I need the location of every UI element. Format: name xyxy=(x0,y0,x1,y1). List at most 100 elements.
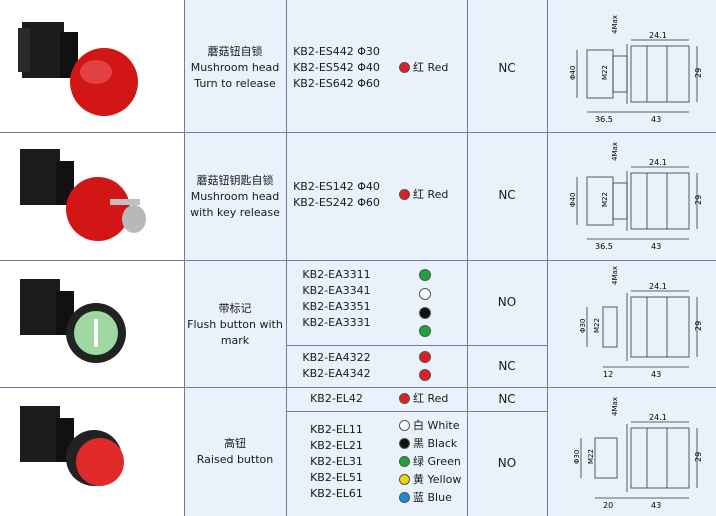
model-number: KB2-EA3351 xyxy=(302,300,371,313)
description-en-1: Mushroom head xyxy=(190,190,280,203)
dim-height: 29 xyxy=(694,68,703,78)
contact-type: NC xyxy=(498,188,516,202)
mushroom-button-image xyxy=(18,22,138,116)
white-arrow-icon xyxy=(419,288,431,300)
description-en-1: Flush button with xyxy=(187,318,283,331)
color-cell: 红 Red xyxy=(387,133,467,260)
description-cell: 蘑菇钮钥匙自锁 Mushroom head with key release xyxy=(184,133,286,260)
description-en-2: mark xyxy=(220,334,250,347)
green-mark-icon xyxy=(419,269,431,281)
dimension-drawing-svg: 4Max 24.1 Φ40 M22 29 36.5 43 xyxy=(569,15,703,124)
contact-cell-nc: NC xyxy=(467,346,547,387)
model-number: KB2-ES442 Φ30 xyxy=(293,45,380,58)
color-black: 黑 Black xyxy=(399,436,457,452)
dim-thread: M22 xyxy=(593,318,601,333)
row-divider xyxy=(0,387,716,388)
dim-front-length: 36.5 xyxy=(595,115,613,124)
dim-body-length: 43 xyxy=(651,242,661,251)
model-number: KB2-EA4342 xyxy=(302,367,371,380)
dim-diameter: Φ40 xyxy=(569,66,577,80)
dim-height: 29 xyxy=(694,321,703,331)
dim-front-length: 12 xyxy=(603,370,613,379)
green-symbol-icon xyxy=(419,325,431,337)
dim-thread: M22 xyxy=(601,192,609,207)
description-cell: 蘑菇钮自锁 Mushroom head Turn to release xyxy=(184,0,286,132)
product-photo-raised xyxy=(0,388,184,516)
model-number: KB2-EL42 xyxy=(310,392,363,405)
description-cn: 蘑菇钮自锁 xyxy=(207,45,263,58)
description-cell: 带标记 Flush button with mark xyxy=(184,261,286,387)
model-number: KB2-EA3341 xyxy=(302,284,371,297)
model-cell: KB2-ES142 Φ40 KB2-ES242 Φ60 xyxy=(286,133,387,260)
description-en-1: Mushroom head xyxy=(190,61,280,74)
description-cn: 蘑菇钮钥匙自锁 xyxy=(196,174,274,187)
description-en-2: with key release xyxy=(190,206,280,219)
blue-dot-icon xyxy=(399,492,410,503)
model-number: KB2-ES642 Φ60 xyxy=(293,77,380,90)
color-red: 红 Red xyxy=(399,391,448,407)
description-en-2: Turn to release xyxy=(194,77,276,90)
model-number: KB2-EA3311 xyxy=(302,268,371,281)
dim-body-length: 43 xyxy=(651,115,661,124)
dim-width: 24.1 xyxy=(649,158,667,167)
dimension-drawing-svg: 4Max 24.1 Φ40 M22 29 36.5 43 xyxy=(569,142,703,251)
sub-row-divider xyxy=(286,345,547,346)
model-cell-no: KB2-EL11 KB2-EL21 KB2-EL31 KB2-EL51 KB2-… xyxy=(286,412,387,516)
contact-cell-no: NO xyxy=(467,412,547,516)
contact-cell: NC xyxy=(467,133,547,260)
red-mark-icon xyxy=(419,351,431,363)
dim-width: 24.1 xyxy=(649,31,667,40)
model-cell-nc: KB2-EA4322 KB2-EA4342 xyxy=(286,346,387,387)
product-photo-mushroom-turn xyxy=(0,0,184,132)
dimension-drawing: 4Max 24.1 Φ40 M22 29 36.5 43 xyxy=(547,133,716,260)
dim-height: 29 xyxy=(694,195,703,205)
dim-front-length: 36.5 xyxy=(595,242,613,251)
red-dot-icon xyxy=(399,189,410,200)
dim-height: 29 xyxy=(694,452,703,462)
contact-type: NO xyxy=(497,295,517,309)
model-number: KB2-EL31 xyxy=(310,455,363,468)
contact-cell-nc: NC xyxy=(467,388,547,411)
dim-body-length: 43 xyxy=(651,370,661,379)
flush-button-image xyxy=(20,279,126,363)
dim-width: 24.1 xyxy=(649,413,667,422)
dim-thread: M22 xyxy=(587,449,595,464)
dim-top: 4Max xyxy=(611,266,619,285)
dim-diameter: Φ40 xyxy=(569,193,577,207)
dimension-drawing: 4Max 24.1 Φ40 M22 29 36.5 43 xyxy=(547,0,716,132)
dimension-drawing: 4Max 24.1 Φ30 M22 29 20 43 xyxy=(547,388,716,516)
dimension-drawing-svg: 4Max 24.1 Φ30 M22 29 12 43 xyxy=(579,266,703,379)
contact-type: NC xyxy=(498,392,516,406)
dim-top: 4Max xyxy=(611,15,619,34)
model-cell: KB2-ES442 Φ30 KB2-ES542 Φ40 KB2-ES642 Φ6… xyxy=(286,0,387,132)
model-number: KB2-EL21 xyxy=(310,439,363,452)
mushroom-key-button-image xyxy=(20,149,146,241)
color-green: 绿 Green xyxy=(399,454,461,470)
column-divider xyxy=(547,0,548,516)
raised-button-image xyxy=(20,406,124,486)
color-white: 白 White xyxy=(399,418,459,434)
product-photo-flush-mark xyxy=(0,261,184,387)
model-cell-nc: KB2-EL42 xyxy=(286,388,387,411)
model-number: KB2-EL51 xyxy=(310,471,363,484)
green-dot-icon xyxy=(399,456,410,467)
dimension-drawing: 4Max 24.1 Φ30 M22 29 12 43 xyxy=(547,261,716,387)
black-dot-icon xyxy=(399,438,410,449)
color-cell-nc xyxy=(387,346,467,387)
model-number: KB2-ES242 Φ60 xyxy=(293,196,380,209)
white-dot-icon xyxy=(399,420,410,431)
model-number: KB2-EA4322 xyxy=(302,351,371,364)
color-cell-nc: 红 Red xyxy=(387,388,467,411)
color-red: 红 Red xyxy=(399,60,448,76)
color-yellow: 黄 Yellow xyxy=(399,472,461,488)
red-dot-icon xyxy=(399,393,410,404)
color-blue: 蓝 Blue xyxy=(399,490,452,506)
dim-diameter: Φ30 xyxy=(579,319,587,333)
model-number: KB2-EA3331 xyxy=(302,316,371,329)
column-divider xyxy=(286,0,287,516)
description-cn: 高钮 xyxy=(224,437,246,450)
description-cn: 带标记 xyxy=(218,302,252,315)
contact-cell: NC xyxy=(467,0,547,132)
color-cell: 红 Red xyxy=(387,0,467,132)
